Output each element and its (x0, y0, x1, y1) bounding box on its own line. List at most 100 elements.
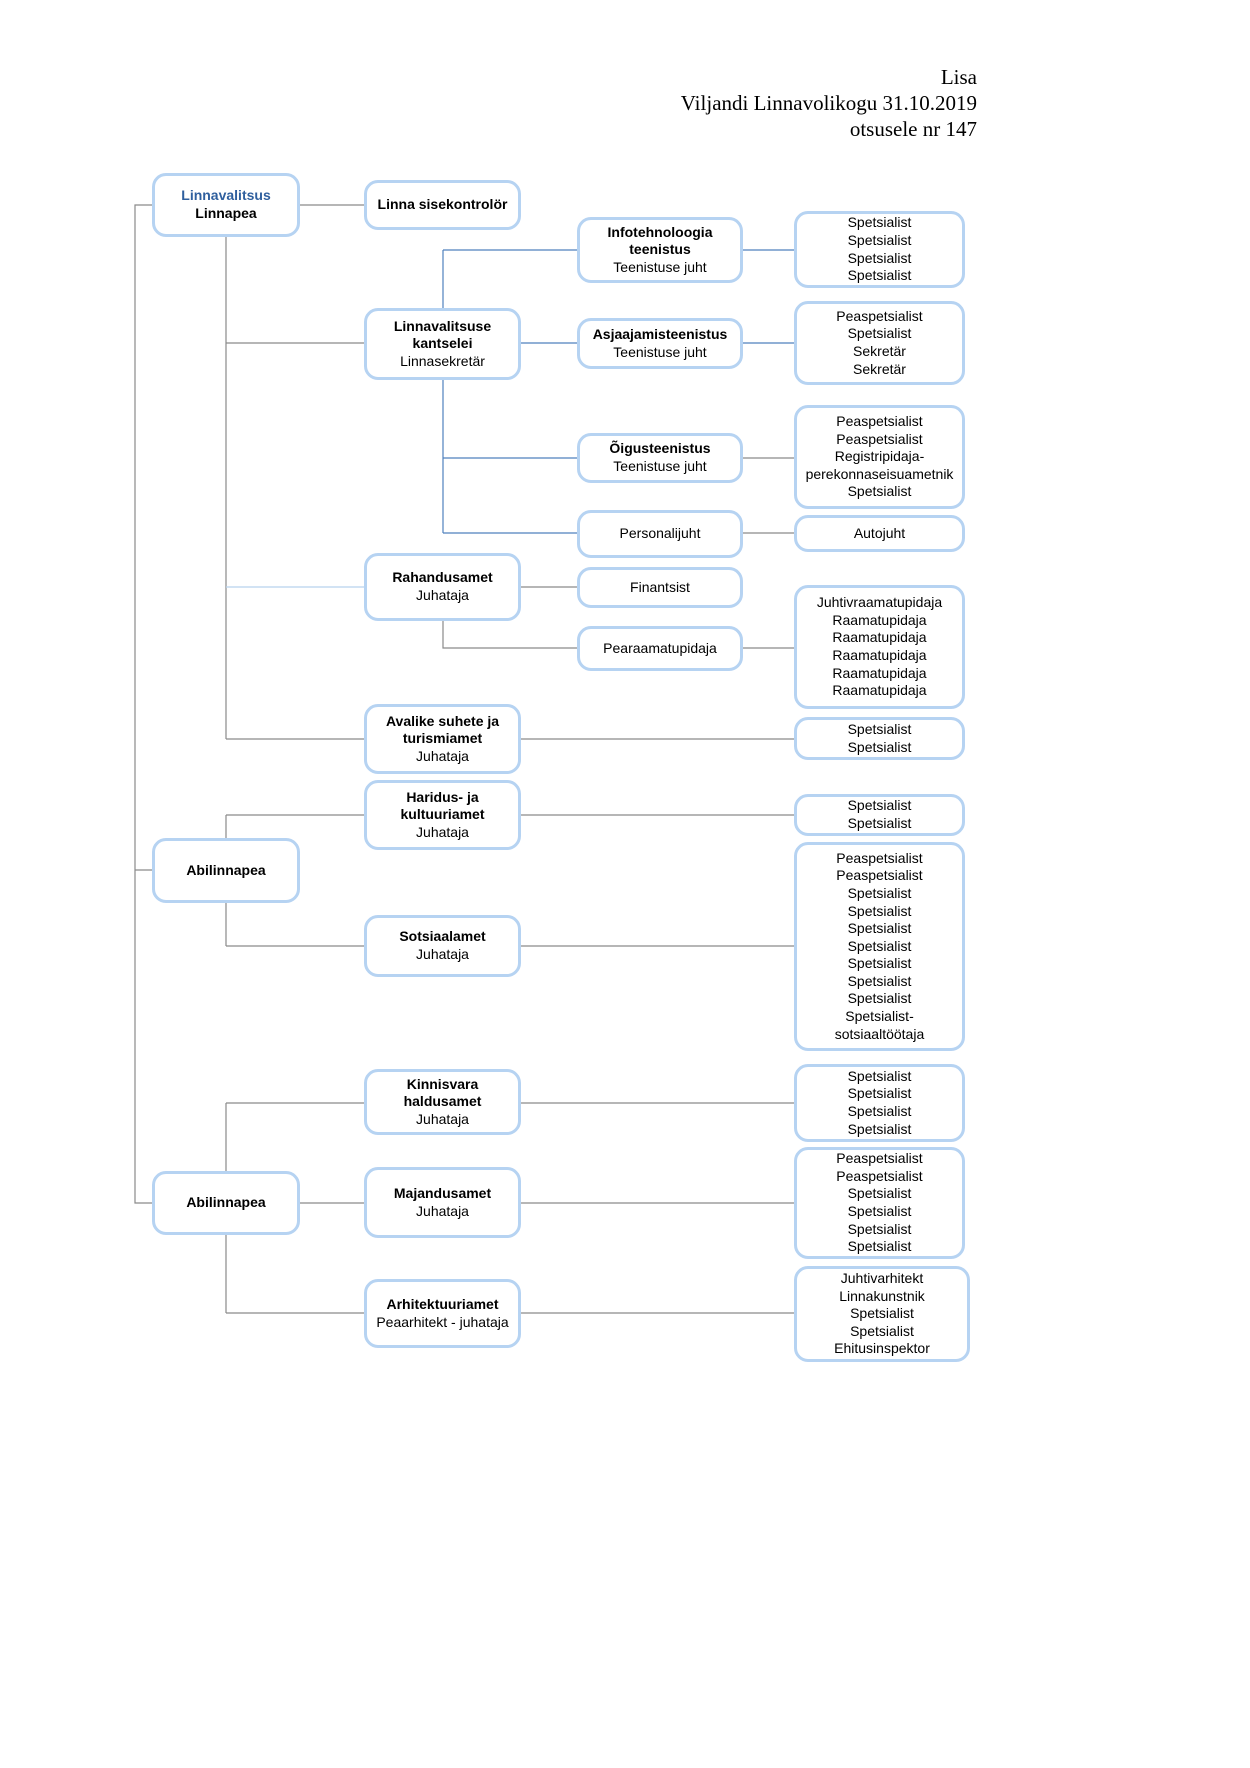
node-subtitle: Linnasekretär (400, 352, 485, 369)
staff-item: Peaspetsialist (836, 849, 923, 866)
staff-item: Spetsialist (847, 483, 912, 500)
staff-item: Spetsialist (847, 1238, 912, 1255)
node-title-line: Infotehnoloogia (607, 223, 713, 240)
connector-main-spine (134, 204, 152, 1204)
staff-item: Spetsialist (847, 990, 912, 1007)
node-title: Rahandusamet (392, 569, 493, 586)
node-sotsiaalamet: Sotsiaalamet Juhataja (364, 915, 521, 977)
staff-item: Juhtivarhitekt (840, 1270, 924, 1287)
node-abilinnapea-1: Abilinnapea (152, 838, 300, 903)
staff-item: Ehitusinspektor (834, 1340, 930, 1357)
staff-item: Spetsialist (847, 1067, 912, 1084)
staff-item: Spetsialist (847, 1185, 912, 1202)
node-title-line: kantselei (412, 335, 473, 352)
node-abilinnapea-2: Abilinnapea (152, 1171, 300, 1235)
staff-item: Spetsialist (847, 815, 912, 831)
staff-item: Raamatupidaja (832, 647, 927, 663)
node-subtitle: Juhataja (416, 587, 469, 603)
node-title: Linnavalitsus (181, 187, 271, 204)
node-subtitle: Finantsist (630, 578, 690, 595)
node-title: Sotsiaalamet (399, 928, 486, 945)
staff-list-sotsiaal: Peaspetsialist Peaspetsialist Spetsialis… (794, 842, 965, 1051)
staff-item: Spetsialist- (845, 1008, 914, 1025)
staff-item: Spetsialist (847, 267, 912, 284)
staff-item: Raamatupidaja (832, 629, 927, 646)
node-title: Majandusamet (393, 1184, 492, 1201)
staff-item: Spetsialist (847, 937, 912, 954)
node-title-line: Avalike suhete ja (385, 712, 500, 729)
node-subtitle: Juhataja (416, 1202, 469, 1219)
header-council-date: Viljandi Linnavolikogu 31.10.2019 (680, 91, 977, 115)
header-decision-number: otsusele nr 147 (849, 117, 977, 141)
connector-rahandus-pearaamat (442, 621, 577, 649)
staff-item: Spetsialist (847, 214, 912, 231)
staff-item: Linnakunstnik (839, 1287, 925, 1304)
node-subtitle: Juhataja (416, 946, 469, 962)
node-title: Õigusteenistus (609, 440, 711, 457)
staff-item: Spetsialist (847, 1220, 912, 1237)
node-rahandusamet: Rahandusamet Juhataja (364, 553, 521, 621)
staff-list-kinnisvara: Spetsialist Spetsialist Spetsialist Spet… (794, 1064, 965, 1142)
staff-item: Spetsialist (847, 1203, 912, 1219)
staff-item: Spetsialist (847, 884, 912, 901)
node-title-line: teenistus (629, 241, 691, 258)
staff-item: Peaspetsialist (836, 1167, 923, 1184)
node-title-line: Haridus- ja (406, 788, 479, 805)
staff-item: Spetsialist (847, 249, 912, 266)
node-subtitle: Personalijuht (619, 525, 701, 542)
staff-item: Spetsialist (850, 1305, 914, 1322)
staff-item: Sekretär (853, 360, 906, 377)
node-pearaamatupidaja: Pearaamatupidaja (577, 626, 743, 671)
staff-item: Juhtivraamatupidaja (816, 594, 943, 611)
node-subtitle: Juhataja (416, 747, 469, 764)
staff-list-asjaajamine: Peaspetsialist Spetsialist Sekretär Sekr… (794, 301, 965, 385)
node-title-line: Linnavalitsuse (393, 317, 492, 334)
staff-item: Spetsialist (847, 325, 912, 342)
node-kantselei: Linnavalitsuse kantselei Linnasekretär (364, 308, 521, 380)
node-subtitle: Juhataja (416, 823, 469, 840)
staff-item: Autojuht (853, 524, 906, 541)
node-title-line: Kinnisvara (406, 1075, 479, 1092)
staff-item: Spetsialist (847, 920, 912, 937)
node-finantsist: Finantsist (577, 567, 743, 608)
staff-list-pearaamatupidaja: Juhtivraamatupidaja Raamatupidaja Raamat… (794, 585, 965, 709)
staff-item: Sekretär (853, 343, 906, 359)
node-title-line: kultuuriamet (400, 806, 485, 823)
staff-item: Spetsialist (847, 1085, 912, 1102)
node-title: Abilinnapea (186, 861, 266, 878)
node-title: Abilinnapea (186, 1194, 266, 1211)
header-annex-label: Lisa (940, 65, 977, 89)
node-infotehnoloogia-teenistus: Infotehnoloogia teenistus Teenistuse juh… (577, 217, 743, 283)
staff-item: Spetsialist (850, 1322, 914, 1339)
staff-list-avalike: Spetsialist Spetsialist (794, 717, 965, 760)
staff-item: Raamatupidaja (832, 682, 927, 699)
staff-item: Spetsialist (847, 955, 912, 972)
staff-list-arhitektuur: Juhtivarhitekt Linnakunstnik Spetsialist… (794, 1266, 970, 1362)
staff-item: Peaspetsialist (836, 867, 923, 884)
node-linnavalitsus: Linnavalitsus Linnapea (152, 173, 300, 237)
staff-list-oigus: Peaspetsialist Peaspetsialist Registripi… (794, 405, 965, 509)
node-arhitektuuriamet: Arhitektuuriamet Peaarhitekt - juhataja (364, 1279, 521, 1348)
staff-item: Spetsialist (847, 902, 912, 919)
staff-list-majandus: Peaspetsialist Peaspetsialist Spetsialis… (794, 1147, 965, 1259)
staff-item: Spetsialist (847, 972, 912, 989)
staff-item: Peaspetsialist (836, 430, 923, 447)
node-majandusamet: Majandusamet Juhataja (364, 1167, 521, 1238)
staff-item: Spetsialist (847, 1120, 912, 1137)
node-sisekontrolor: Linna sisekontrolör (364, 180, 521, 230)
staff-item: Raamatupidaja (832, 611, 927, 628)
node-asjaajamisteenistus: Asjaajamisteenistus Teenistuse juht (577, 318, 743, 369)
staff-item: Peaspetsialist (836, 307, 923, 324)
staff-item: Peaspetsialist (836, 1150, 923, 1167)
node-subtitle: Juhataja (416, 1110, 469, 1127)
connector-lines (134, 204, 794, 1314)
node-subtitle: Peaarhitekt - juhataja (376, 1313, 509, 1330)
node-title: Arhitektuuriamet (386, 1295, 499, 1312)
node-personalijuht: Personalijuht (577, 510, 743, 558)
staff-item: Spetsialist (847, 720, 912, 737)
node-subtitle: Teenistuse juht (613, 258, 707, 275)
staff-item: Peaspetsialist (836, 413, 923, 430)
node-subtitle: Teenistuse juht (613, 343, 707, 360)
staff-list-haridus: Spetsialist Spetsialist (794, 794, 965, 836)
staff-item: Registripidaja- (834, 448, 925, 465)
